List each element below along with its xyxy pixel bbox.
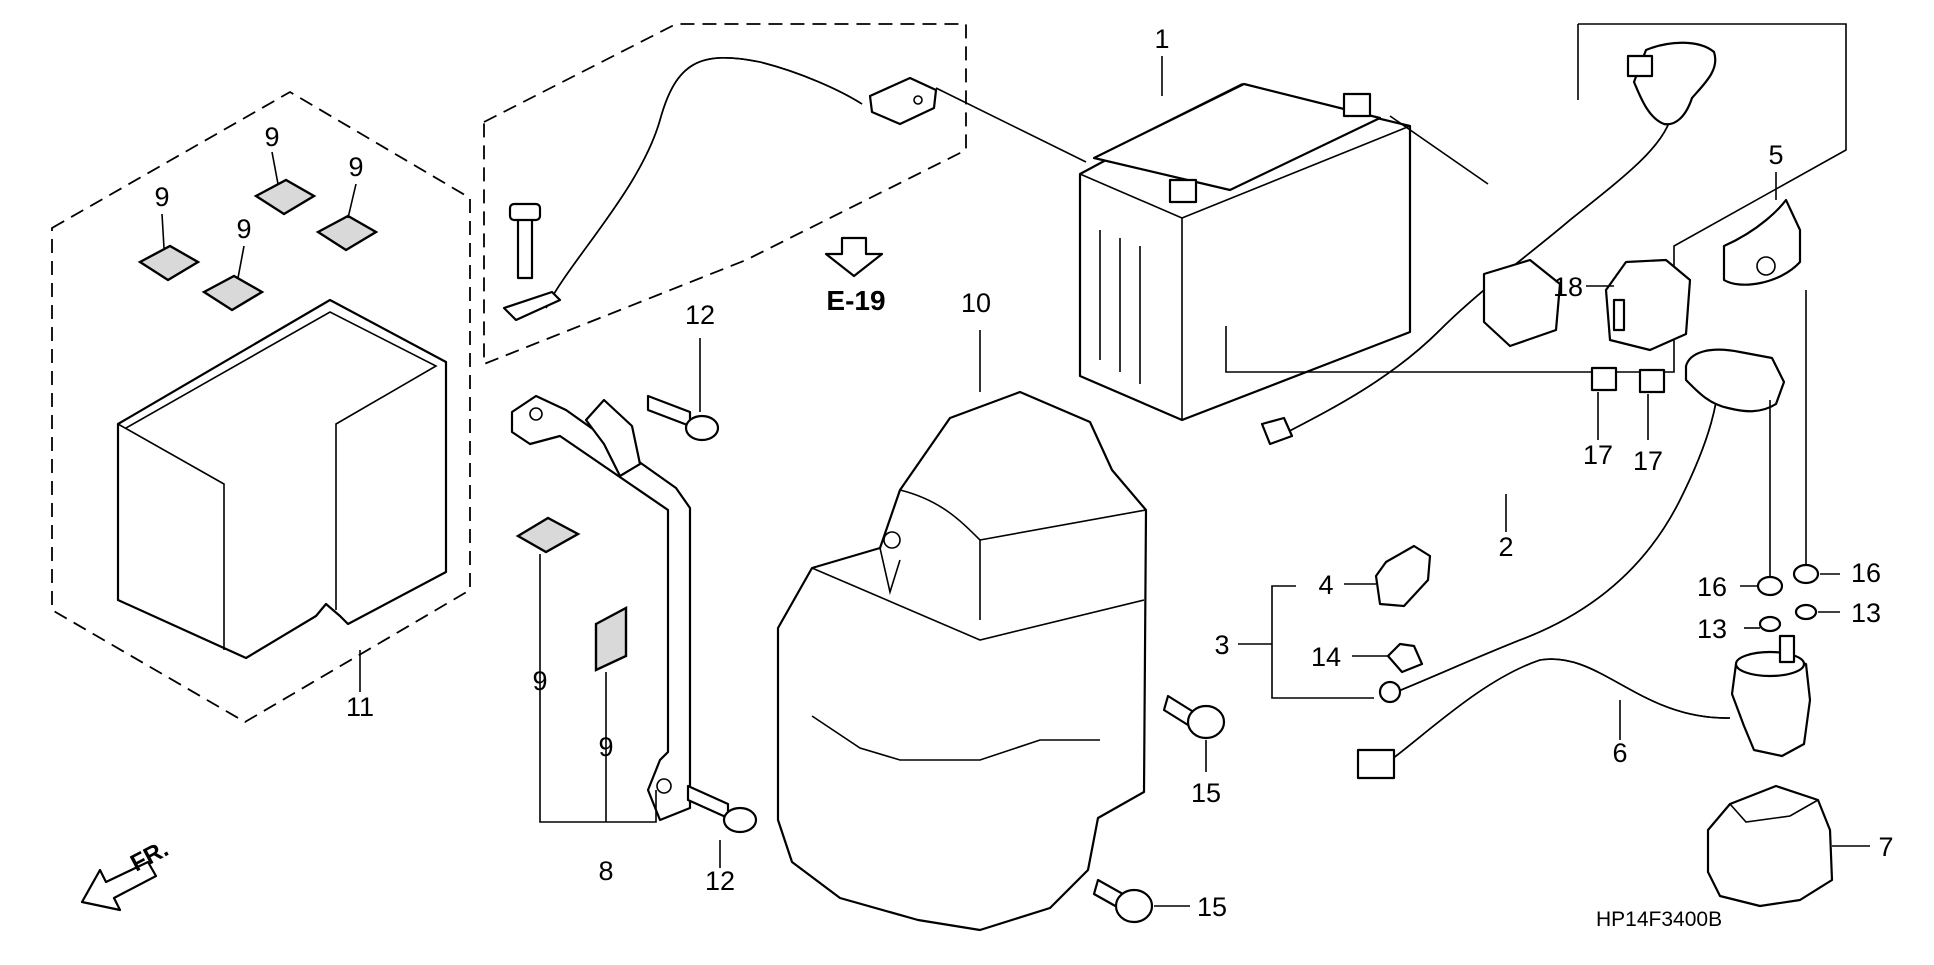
callout-13-a: 13 [1697,614,1727,644]
callout-17-b: 17 [1633,446,1663,476]
pad-1 [137,244,201,282]
pad-6 [594,606,628,672]
relay [1586,258,1692,352]
callout-13-b: 13 [1851,598,1881,628]
callout-3: 3 [1214,630,1229,660]
callouts: 1 2 3 4 5 6 7 8 9 9 9 9 9 9 10 11 12 12 … [154,24,1893,922]
battery-band [510,394,692,823]
screw-15a [1162,694,1226,772]
nuts-washers [1740,290,1840,633]
starter-cable [1356,348,1786,780]
callout-9-e: 9 [532,666,547,696]
callout-4: 4 [1318,570,1333,600]
harness-group [1225,23,1847,532]
terminal-cover [1722,198,1802,286]
battery-cover [776,330,1148,932]
terminal-set [1238,544,1432,699]
battery-box-group [51,90,471,724]
reference-arrow [824,236,884,278]
callout-7: 7 [1878,832,1893,862]
bolt-12a [646,338,720,442]
starter-solenoid [1730,634,1812,758]
diagram-code: HP14F3400B [1596,908,1722,931]
callout-5: 5 [1768,140,1783,170]
pads-group [137,151,379,312]
pad-2 [201,274,265,312]
callout-12-a: 12 [685,300,715,330]
battery-box [116,298,448,660]
battery [1078,56,1489,422]
solenoid-cover [1706,784,1870,908]
callout-16-b: 16 [1851,558,1881,588]
callout-2: 2 [1498,532,1513,562]
bolt-12b [686,784,758,868]
front-direction-arrow [80,860,158,912]
pad-5 [515,516,581,554]
callout-9-f: 9 [598,732,613,762]
callout-14: 14 [1311,642,1341,672]
callout-1: 1 [1154,24,1169,54]
callout-15-a: 15 [1191,778,1221,808]
callout-9-b: 9 [264,122,279,152]
callout-9-c: 9 [348,152,363,182]
callout-15-b: 15 [1197,892,1227,922]
callout-11: 11 [346,692,374,722]
callout-10: 10 [961,288,991,318]
screw-15b [1092,878,1190,924]
callout-8: 8 [598,856,613,886]
pad-4 [315,214,379,252]
callout-12-b: 12 [705,866,735,896]
reference-label: E-19 [826,285,885,316]
pad-3 [253,178,317,216]
callout-17-a: 17 [1583,440,1613,470]
callout-9-d: 9 [236,214,251,244]
callout-16-a: 16 [1697,572,1727,602]
fuses [1590,366,1666,440]
ground-cable-group [483,23,1087,366]
callout-6: 6 [1612,738,1627,768]
callout-18: 18 [1553,272,1583,302]
callout-9-a: 9 [154,182,169,212]
